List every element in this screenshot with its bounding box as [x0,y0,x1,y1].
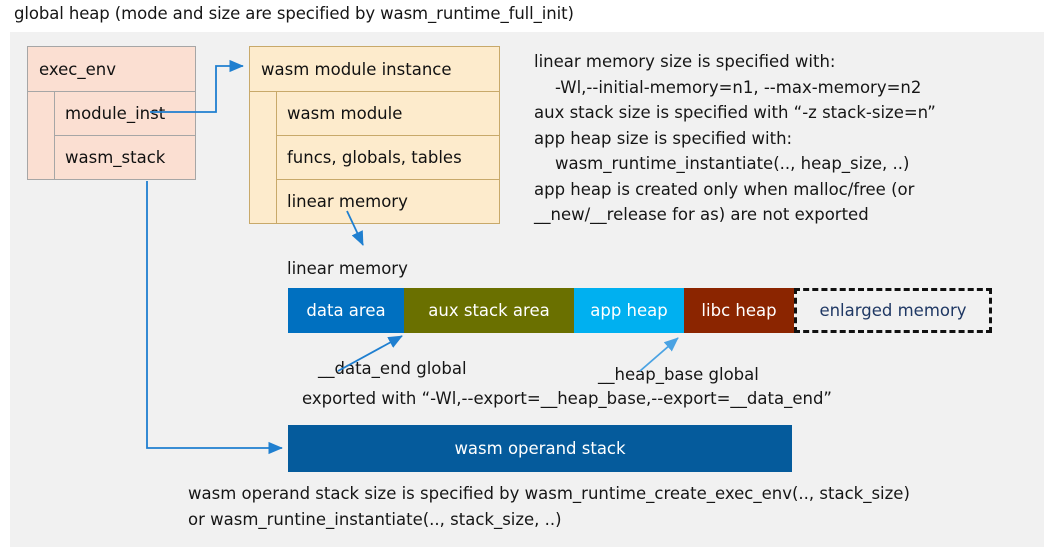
exec-env-gutter [28,92,55,179]
page-title: global heap (mode and size are specified… [14,4,574,23]
module-instance-field-funcs-globals-tables: funcs, globals, tables [277,136,499,180]
module-instance-header: wasm module instance [250,47,499,92]
module-instance-field-wasm-module: wasm module [277,92,499,136]
module-instance-fields: wasm module funcs, globals, tables linea… [277,92,499,223]
exec-env-body: module_inst wasm_stack [28,92,195,179]
memory-segment-enlarged-memory: enlarged memory [794,288,992,333]
linear-memory-caption: linear memory [287,259,408,278]
exec-env-fields: module_inst wasm_stack [55,92,195,179]
note-linear-memory-config: linear memory size is specified with: -W… [534,52,936,224]
wasm-module-instance-box: wasm module instance wasm module funcs, … [249,46,500,224]
memory-segment-aux-stack-area: aux stack area [404,288,574,333]
annotation-data-end: __data_end global [318,359,467,378]
exec-env-box: exec_env module_inst wasm_stack [27,46,196,180]
module-instance-gutter [250,92,277,223]
exec-env-field-module-inst: module_inst [55,92,195,136]
module-instance-field-linear-memory: linear memory [287,192,408,211]
module-instance-body: wasm module funcs, globals, tables linea… [250,92,499,223]
memory-segment-libc-heap: libc heap [684,288,794,333]
note-operand-stack-config: wasm operand stack size is specified by … [188,484,910,529]
annotation-exported-with: exported with “-Wl,--export=__heap_base,… [302,389,832,408]
exec-env-header: exec_env [28,47,195,92]
memory-segment-data-area: data area [288,288,404,333]
annotation-heap-base: __heap_base global [598,365,759,384]
memory-segment-app-heap: app heap [574,288,684,333]
exec-env-field-wasm-stack: wasm_stack [65,148,166,167]
wasm-operand-stack-box: wasm operand stack [288,425,792,472]
